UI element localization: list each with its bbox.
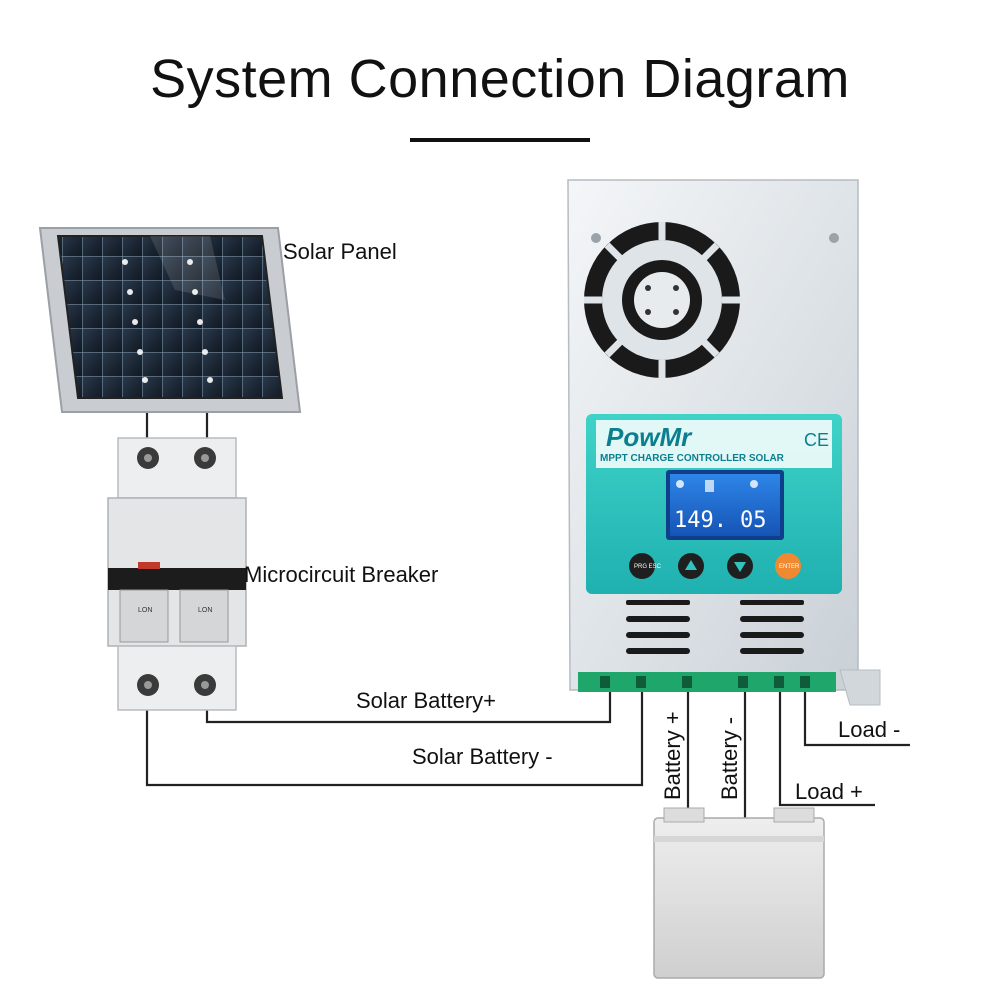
controller-subtitle: MPPT CHARGE CONTROLLER SOLAR [600,453,785,464]
charge-controller: PowMr CE MPPT CHARGE CONTROLLER SOLAR 14… [567,179,881,706]
battery [653,807,825,979]
control-buttons: PRG ESC ENTER [629,553,801,579]
battery-minus-label: Battery - [717,717,742,800]
solar-panel [38,227,302,413]
up-arrow-icon [685,560,697,570]
down-arrow-icon [734,562,746,572]
fan-grille [584,222,740,378]
solar-minus-label: Solar Battery - [412,744,553,769]
load-minus-label: Load - [838,717,900,742]
solar-plus-wire [205,690,612,724]
solar-minus-wire [145,690,644,787]
breaker-label: Microcircuit Breaker [244,562,438,587]
breaker-switch-left-label: LON [138,607,152,614]
lcd-left-readout: 149. [674,508,727,533]
controller-brand: PowMr [606,422,693,452]
lcd-right-readout: 05 [740,508,767,533]
solar-panel-label: Solar Panel [283,239,397,264]
load-minus-wire [803,690,910,747]
battery-plus-label: Battery + [660,711,685,800]
solar-plus-label: Solar Battery+ [356,688,496,713]
vent-slots [626,600,804,654]
load-plus-wire [778,690,875,807]
terminal-block [578,672,836,692]
title-underline [410,138,590,142]
esc-button[interactable] [629,553,655,579]
wiring [145,405,910,825]
load-plus-label: Load + [795,779,863,804]
enter-button[interactable] [775,553,801,579]
circuit-breaker: LON LON [107,437,247,711]
esc-button-label: PRG ESC [634,564,662,570]
page-title: System Connection Diagram [150,49,850,109]
ce-mark: CE [804,430,829,450]
breaker-switch-right-label: LON [198,607,212,614]
enter-button-label: ENTER [779,564,800,570]
